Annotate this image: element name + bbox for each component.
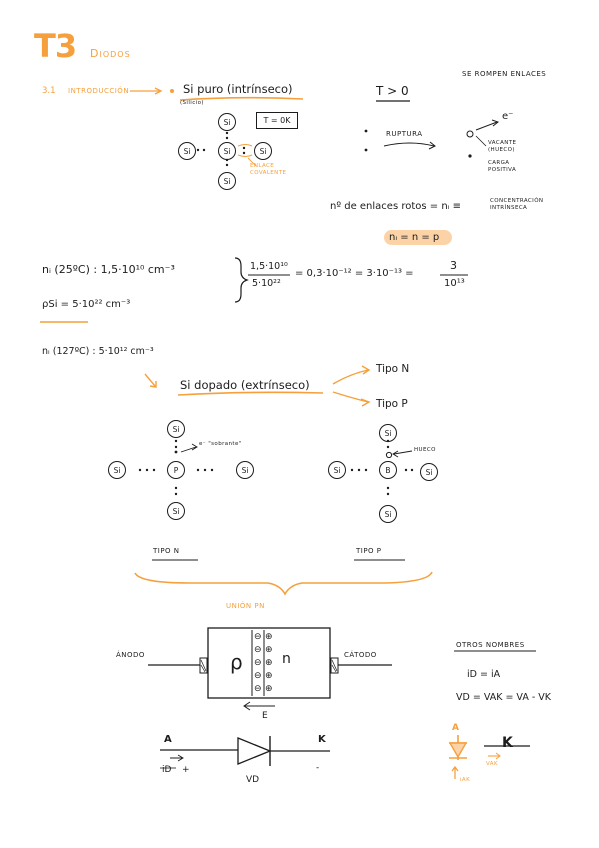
plus-ion-1: ⊕ (265, 632, 273, 642)
current-equation: iD = iA (467, 669, 501, 680)
p-atom-right: Si (420, 463, 438, 481)
chapter-logo: T3 (34, 27, 77, 65)
temperature-box: T = 0K (256, 112, 298, 129)
result-numerator: 3 (450, 259, 457, 272)
plus-sign: + (182, 765, 190, 775)
doped-title: Si dopado (extrínseco) (180, 378, 310, 392)
electron-label: e⁻ (502, 111, 514, 122)
n-atom-center: P (167, 461, 185, 479)
p-atom-top: Si (379, 424, 397, 442)
minus-ion-5: ⊖ (254, 684, 262, 694)
plus-ion-4: ⊕ (265, 671, 273, 681)
plus-ion-2: ⊕ (265, 645, 273, 655)
ni-127-formula: nᵢ (127ºC) : 5·10¹² cm⁻³ (42, 346, 154, 357)
voltage-label: VD (246, 775, 260, 785)
equality-highlight (384, 230, 452, 245)
ni-25-formula: nᵢ (25ºC) : 1,5·10¹⁰ cm⁻³ (42, 263, 175, 276)
minus-ion-3: ⊖ (254, 658, 262, 668)
symbol-k-label: K (502, 735, 513, 751)
n-atom-bottom: Si (167, 502, 185, 520)
minus-ion-4: ⊖ (254, 671, 262, 681)
type-p-branch: Tipo P (376, 398, 408, 410)
plus-ion-5: ⊕ (265, 684, 273, 694)
minus-ion-1: ⊖ (254, 632, 262, 642)
plus-ion-3: ⊕ (265, 658, 273, 668)
type-n-branch: Tipo N (376, 363, 410, 375)
hole-note: vacante (hueco) (488, 140, 517, 154)
section-number: 3.1 (42, 86, 56, 96)
type-n-label: TIPO N (153, 547, 180, 555)
voltage-equation: VD = VAK = VA - VK (456, 692, 552, 703)
covalent-bond-label: Enlace covalente (250, 163, 287, 176)
p-atom-left: Si (328, 461, 346, 479)
atom-si-bottom: Si (218, 172, 236, 190)
minus-sign: - (316, 763, 320, 773)
n-atom-left: Si (108, 461, 126, 479)
i-ak-label: iAK (460, 777, 471, 783)
hole-label: hueco (414, 447, 436, 453)
current-label: iD (162, 765, 172, 775)
intrinsic-subtitle: (Silicio) (180, 100, 204, 106)
charge-note: carga positiva (488, 160, 517, 174)
field-label: E (262, 711, 268, 721)
n-region-label: n (282, 651, 291, 667)
symbol-a-label: A (452, 723, 459, 733)
p-atom-center: B (379, 461, 397, 479)
break-note: se rompen enlaces (462, 70, 547, 78)
cathode-label: CÁTODO (344, 651, 377, 659)
anode-label: ÁNODO (116, 651, 145, 659)
p-atom-bottom: Si (379, 505, 397, 523)
section-title: Introducción (68, 87, 130, 95)
rho-si-formula: ρSi = 5·10²² cm⁻³ (42, 299, 131, 310)
atom-si-center: Si (218, 142, 236, 160)
type-p-label: TIPO P (356, 547, 382, 555)
other-names-title: OTROS NOMBRES (456, 641, 525, 649)
p-region-label: ρ (230, 650, 243, 674)
rupture-label: ruptura (386, 130, 423, 138)
terminal-a-label: A (164, 734, 172, 745)
condition-label: T > 0 (376, 84, 409, 98)
pn-title: Unión PN (226, 602, 265, 610)
free-electron-label: e⁻ "sobrante" (199, 441, 242, 447)
atom-si-top: Si (218, 113, 236, 131)
chapter-title: Diodos (90, 47, 131, 60)
atom-si-right: Si (254, 142, 272, 160)
broken-bonds-formula: nº de enlaces rotos = nᵢ ≡ (330, 201, 462, 212)
fraction-denominator: 5·10²² (252, 278, 281, 289)
n-atom-right: Si (236, 461, 254, 479)
intrinsic-title: Si puro (intrínseco) (183, 82, 293, 96)
intrinsic-concentration: concentración intrínseca (490, 198, 544, 212)
result-denominator: 10¹³ (444, 278, 465, 289)
minus-ion-2: ⊖ (254, 645, 262, 655)
n-atom-top: Si (167, 420, 185, 438)
fraction-numerator: 1,5·10¹⁰ (250, 261, 288, 272)
atom-si-left: Si (178, 142, 196, 160)
terminal-k-label: K (318, 734, 326, 745)
v-ak-label: VAK (486, 761, 498, 767)
result-formula: = 0,3·10⁻¹² = 3·10⁻¹³ = (295, 268, 414, 279)
equality-formula: nᵢ = n = p (389, 232, 440, 243)
